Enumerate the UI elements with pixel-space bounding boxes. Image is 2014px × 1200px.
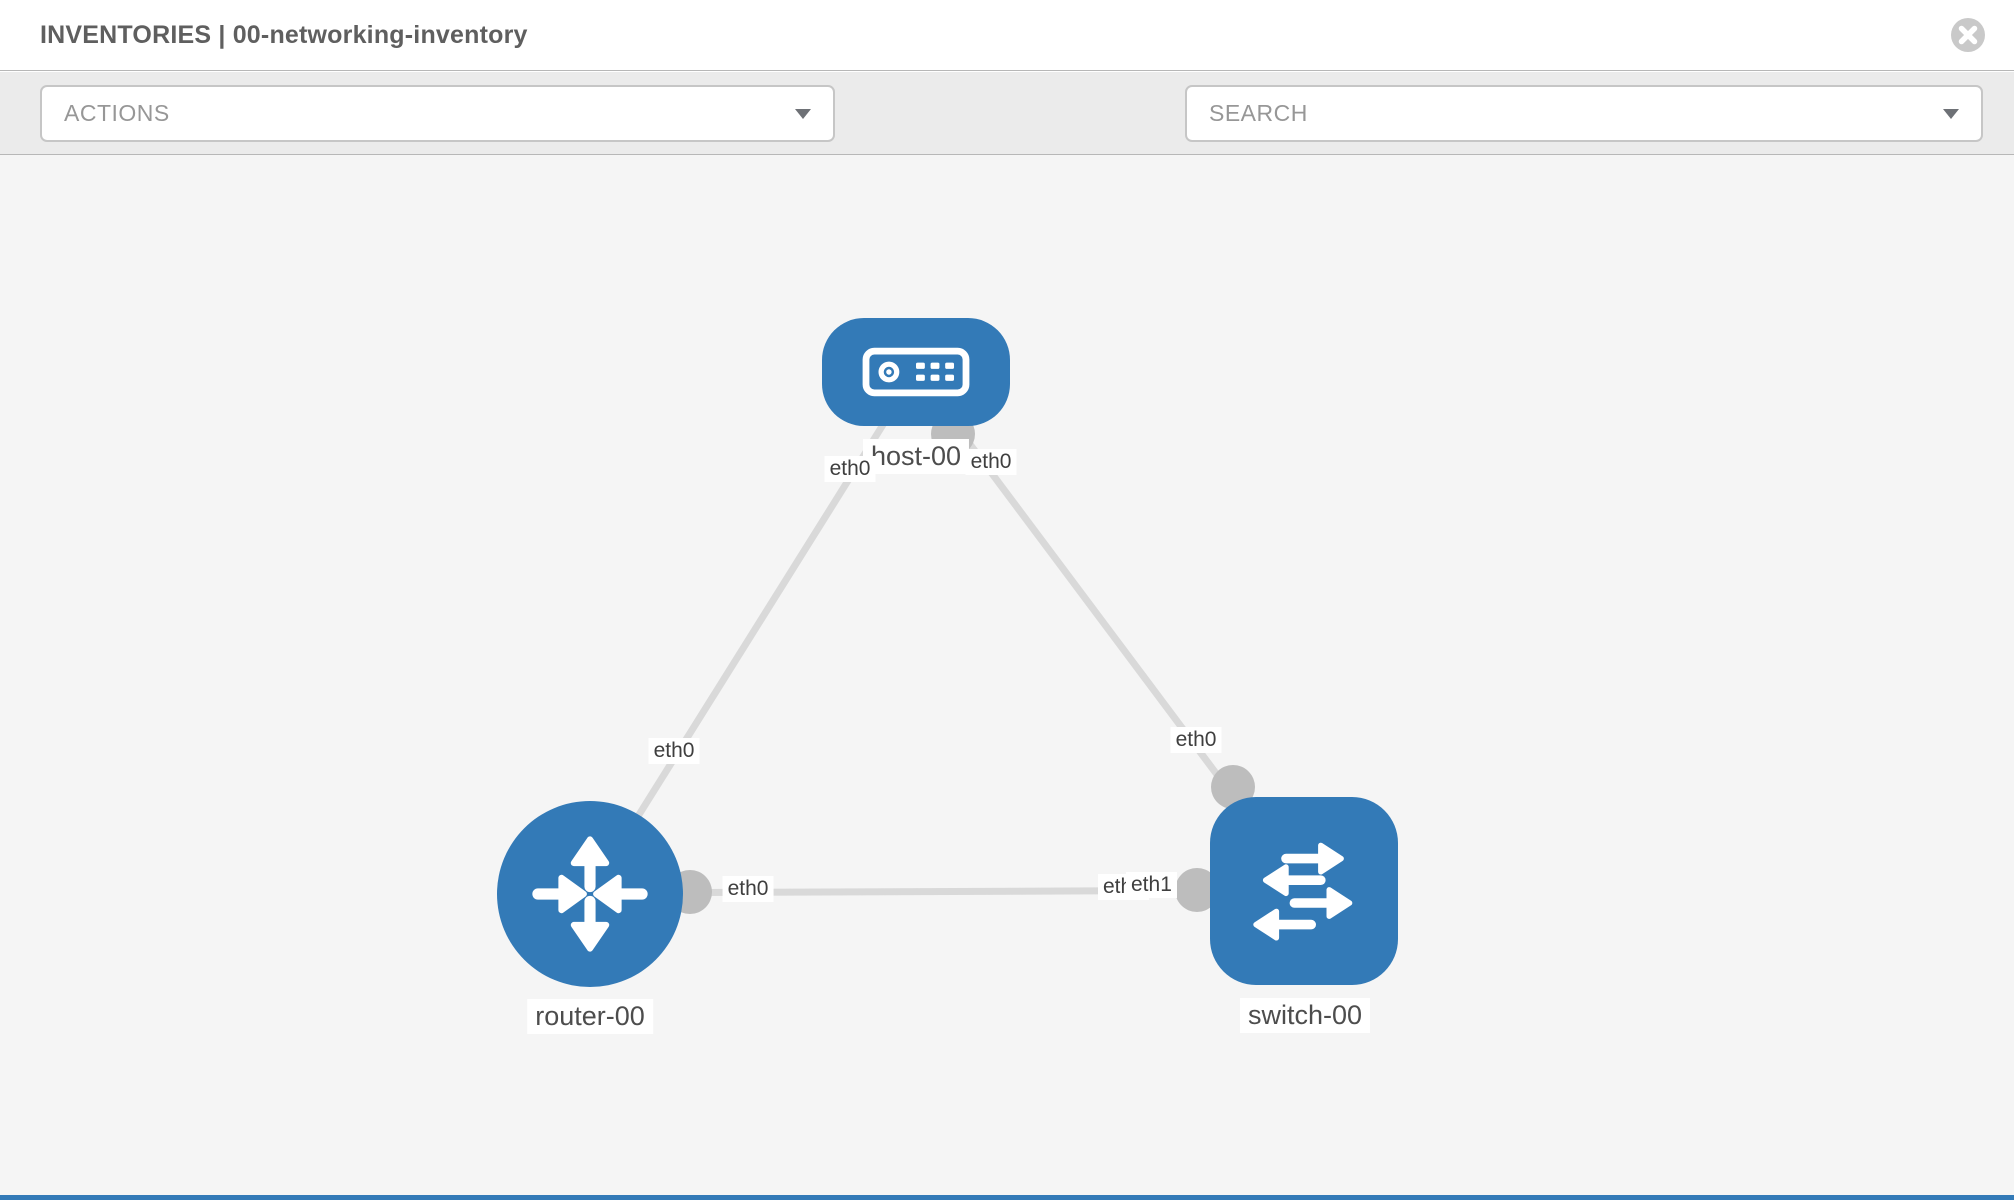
router-icon: [532, 836, 648, 952]
node-host-00[interactable]: [822, 318, 1010, 426]
topology-canvas[interactable]: host-00 router-00 switch-00 eth0 eth0 et…: [0, 155, 2014, 1200]
chevron-down-icon: [795, 108, 811, 119]
actions-dropdown-label: ACTIONS: [64, 100, 170, 126]
interface-label-host-left: eth0: [824, 456, 876, 482]
node-switch-00[interactable]: [1210, 797, 1398, 985]
node-label-router: router-00: [527, 999, 653, 1034]
node-router-00[interactable]: [497, 801, 683, 987]
host-icon: [862, 347, 970, 397]
interface-label-host-right: eth0: [965, 449, 1017, 475]
switch-icon: [1253, 842, 1353, 941]
search-dropdown-label: SEARCH: [1209, 100, 1308, 126]
search-dropdown[interactable]: SEARCH: [1185, 85, 1983, 142]
interface-connector-switch-left[interactable]: [1175, 868, 1219, 912]
actions-dropdown[interactable]: ACTIONS: [40, 85, 835, 142]
chevron-down-icon: [1943, 108, 1959, 119]
interface-label-switch-top: eth0: [1170, 727, 1222, 753]
interface-label-router-right: eth0: [722, 876, 774, 902]
page-title: INVENTORIES | 00-networking-inventory: [40, 21, 528, 49]
interface-label-switch-left-front: eth1: [1126, 872, 1177, 898]
toolbar: ACTIONS SEARCH: [0, 72, 2014, 205]
interface-label-router-top: eth0: [648, 738, 700, 764]
footer-bar: [0, 1195, 2014, 1200]
modal-header: INVENTORIES | 00-networking-inventory: [0, 0, 2014, 71]
node-label-host: host-00: [862, 439, 970, 474]
close-icon: [1951, 18, 1985, 52]
close-button[interactable]: [1950, 17, 1986, 53]
node-label-switch: switch-00: [1239, 998, 1371, 1033]
